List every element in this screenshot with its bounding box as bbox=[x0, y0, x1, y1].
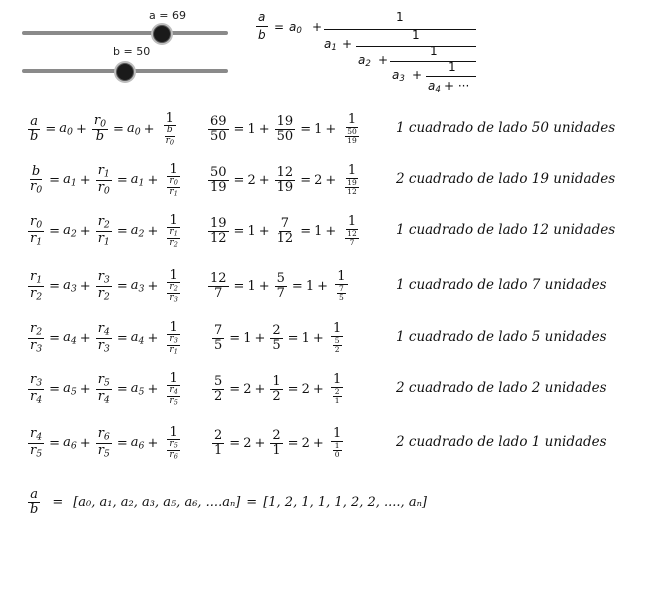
summary-eq2: = bbox=[246, 494, 258, 510]
cf-lhs-num: a bbox=[258, 10, 266, 24]
cf-lhs-den: b bbox=[258, 28, 266, 42]
cf-a3: a3 bbox=[392, 68, 405, 85]
cf-one-1: 1 bbox=[396, 10, 404, 24]
summary-values: [1, 2, 1, 1, 1, 2, 2, ...., aₙ] bbox=[263, 494, 427, 510]
step-description: 1 cuadrado de lado 50 unidades bbox=[396, 120, 616, 136]
step-description: 2 cuadrado de lado 1 unidades bbox=[396, 434, 607, 450]
continued-fraction-formula: a b = a0 + 1 a1 + 1 a2 + 1 a3 + 1 a4 + ·… bbox=[254, 8, 484, 98]
summary-equation: a b = [a₀, a₁, a₂, a₃, a₅, a₆, ....aₙ] =… bbox=[26, 484, 427, 520]
cf-plus-0: + bbox=[312, 20, 323, 34]
step-description: 2 cuadrado de lado 19 unidades bbox=[396, 171, 616, 187]
summary-num: a bbox=[28, 486, 41, 503]
cf-one-4: 1 bbox=[448, 60, 456, 74]
slider-b-label: b = 50 bbox=[113, 45, 151, 58]
summary-list: [a₀, a₁, a₂, a₃, a₅, a₆, ....aₙ] bbox=[73, 494, 241, 510]
cf-a4: a4 bbox=[428, 79, 441, 96]
cf-plus-3: + bbox=[412, 68, 423, 82]
summary-fraction: a b bbox=[28, 486, 41, 517]
slider-a-handle[interactable] bbox=[153, 25, 171, 43]
cf-one-2: 1 bbox=[412, 28, 420, 42]
slider-a-label: a = 69 bbox=[149, 9, 186, 22]
cf-plus-2: + bbox=[378, 53, 389, 67]
step-description: 1 cuadrado de lado 12 unidades bbox=[396, 222, 616, 238]
cf-one-3: 1 bbox=[430, 44, 438, 58]
slider-a-track[interactable] bbox=[22, 31, 228, 35]
slider-b-handle[interactable] bbox=[116, 63, 134, 81]
cf-a2: a2 bbox=[358, 53, 371, 70]
step-description: 2 cuadrado de lado 2 unidades bbox=[396, 380, 607, 396]
slider-a[interactable]: a = 69 bbox=[22, 9, 228, 44]
slider-b[interactable]: b = 50 bbox=[22, 45, 228, 81]
cf-plus-1: + bbox=[342, 37, 353, 51]
step-description: 1 cuadrado de lado 7 unidades bbox=[396, 277, 607, 293]
cf-dots: + ··· bbox=[444, 79, 470, 93]
cf-eq: = bbox=[274, 20, 285, 34]
summary-eq: = bbox=[52, 494, 64, 510]
summary-den: b bbox=[30, 501, 39, 517]
step-description: 1 cuadrado de lado 5 unidades bbox=[396, 329, 607, 345]
cf-a0: a0 bbox=[289, 20, 302, 37]
cf-a1: a1 bbox=[324, 37, 337, 54]
